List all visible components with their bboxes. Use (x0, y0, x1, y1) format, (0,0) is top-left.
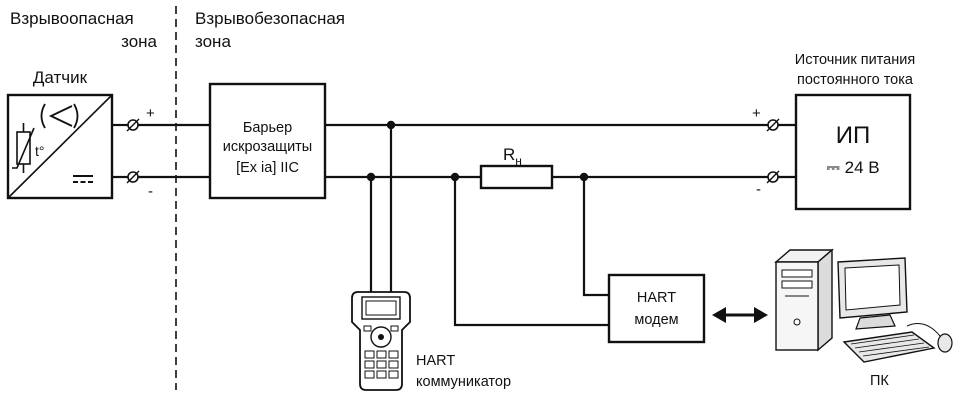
resistor (479, 164, 554, 190)
sensor-plus-sign: + (146, 105, 155, 122)
hart-modem-block (607, 273, 706, 344)
zone-hazardous-line2: зона (121, 32, 157, 51)
sensor-minus-sign: - (148, 183, 153, 200)
signal-converter-icon (40, 103, 79, 129)
pc-icon (774, 248, 953, 363)
pc-label: ПК (870, 373, 889, 389)
sensor-title: Датчик (33, 68, 88, 87)
zone-hazardous-line1: Взрывоопасная (10, 9, 134, 28)
wire-modem-left (453, 177, 609, 327)
zone-safe-line2: зона (195, 32, 231, 51)
psu-caption-line2: постоянного тока (797, 72, 914, 88)
power-supply-block (794, 93, 912, 211)
sensor-temp-symbol: t° (35, 143, 45, 159)
barrier-line2: искрозащиты (223, 139, 312, 155)
sensor-terminal-minus (112, 170, 140, 184)
dc-symbol-icon (73, 175, 93, 183)
communicator-line1: HART (416, 353, 455, 369)
barrier-line3: [Ex ia] IIC (236, 160, 299, 176)
psu-voltage: ⎓ 24 В (826, 158, 879, 177)
psu-title: ИП (836, 122, 871, 149)
psu-terminal-plus (765, 118, 796, 132)
zone-safe-line1: Взрывобезопасная (195, 9, 345, 28)
psu-minus-sign: - (756, 181, 761, 198)
modem-line2: модем (634, 312, 678, 328)
sensor-terminal-plus (112, 118, 140, 132)
hart-communicator-icon (351, 291, 411, 391)
communicator-line2: коммуникатор (416, 374, 511, 390)
barrier-line1: Барьер (243, 120, 292, 136)
psu-plus-sign: + (752, 105, 761, 122)
thermistor-icon (12, 123, 35, 173)
modem-line1: HART (637, 290, 676, 306)
psu-terminal-minus (765, 170, 796, 184)
wire-modem-top (582, 177, 609, 297)
barrier-block (208, 82, 327, 200)
psu-caption-line1: Источник питания (795, 52, 915, 68)
resistor-label: Rн (503, 145, 522, 168)
bidirectional-arrow-icon (712, 307, 768, 323)
sensor-block: t° (6, 93, 114, 200)
